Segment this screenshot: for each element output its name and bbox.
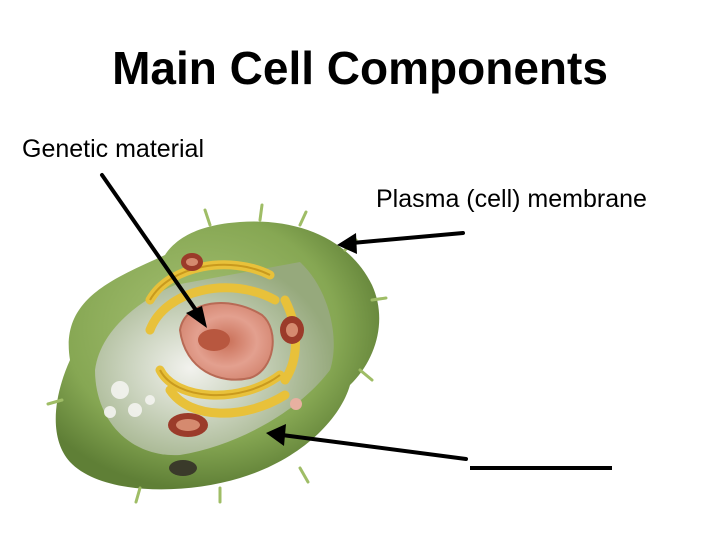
arrow-genetic-material-head [186, 306, 207, 328]
label-genetic-material: Genetic material [22, 135, 205, 163]
arrows [100, 173, 468, 461]
slide-title: Main Cell Components [112, 42, 608, 94]
arrow-plasma-membrane-head [337, 233, 357, 254]
label-plasma-membrane: Plasma (cell) membrane [376, 185, 647, 213]
lysosome [290, 398, 302, 410]
membrane-pore [169, 460, 197, 476]
arrow-unlabeled [280, 433, 468, 461]
vesicles [104, 381, 155, 418]
answer-blank-line [470, 466, 612, 470]
golgi-er-detail [149, 263, 281, 397]
arrow-unlabeled-head [266, 424, 286, 446]
arrow-genetic-material [100, 173, 202, 318]
nucleolus [198, 329, 230, 351]
mitochondria [168, 253, 304, 437]
arrow-plasma-membrane [350, 231, 465, 245]
